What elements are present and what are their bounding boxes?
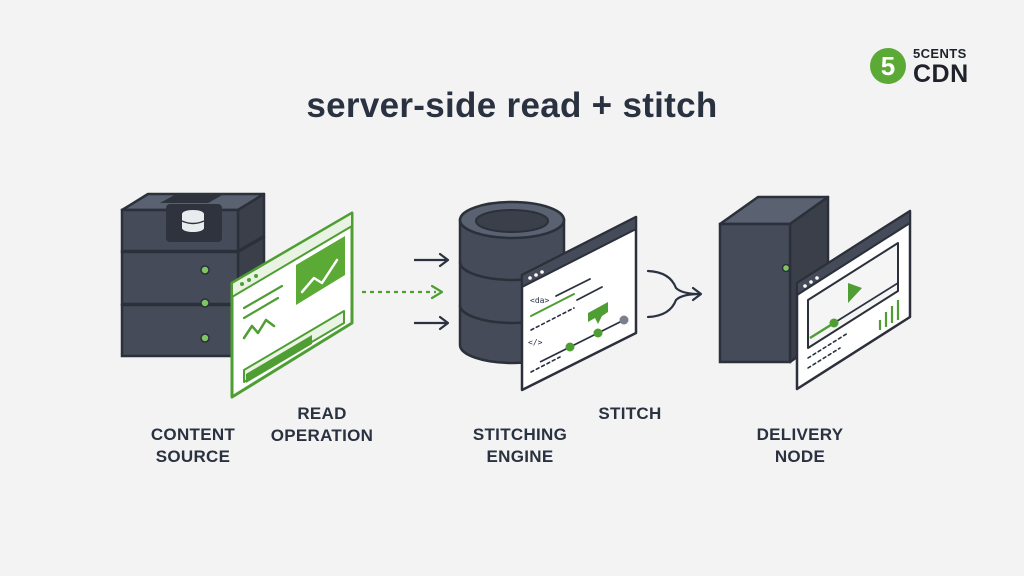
chart-icon: [296, 236, 345, 305]
label-delivery-node-line1: DELIVERY: [756, 425, 844, 444]
stitching-code-window: <da> </>: [520, 215, 638, 392]
label-read-operation-line1: READ: [297, 404, 347, 423]
label-stitching-engine-line2: ENGINE: [486, 447, 554, 466]
code-open-tag: <da>: [530, 296, 549, 305]
label-stitching-engine: STITCHING ENGINE: [456, 424, 584, 468]
merge-arrow-icon: [646, 269, 703, 319]
code-close-tag: </>: [528, 338, 543, 347]
video-player-window: [795, 209, 912, 391]
label-stitch: STITCH: [598, 404, 662, 423]
logo-line1: 5CENTS: [913, 46, 967, 61]
arrow-icon: [414, 315, 450, 331]
label-delivery-node-line2: NODE: [774, 447, 826, 466]
logo-line2: CDN: [913, 60, 969, 88]
label-content-source-line2: SOURCE: [155, 447, 231, 466]
label-read-operation: READ OPERATION: [258, 403, 386, 447]
page-title: server-side read + stitch: [306, 86, 718, 125]
arrow-icon: [414, 252, 450, 268]
database-icon: [160, 193, 226, 242]
read-arrow-dotted: [362, 284, 444, 300]
label-read-operation-line2: OPERATION: [270, 426, 374, 445]
read-operation-window: [230, 211, 354, 399]
logo-badge: 5: [870, 48, 906, 84]
label-content-source: CONTENT SOURCE: [133, 424, 253, 468]
label-stitching-engine-line1: STITCHING: [472, 425, 568, 444]
label-content-source-line1: CONTENT: [150, 425, 236, 444]
play-icon: [848, 283, 862, 303]
brand-logo: 5 5CENTS CDN: [870, 44, 990, 92]
label-delivery-node: DELIVERY NODE: [740, 424, 860, 468]
